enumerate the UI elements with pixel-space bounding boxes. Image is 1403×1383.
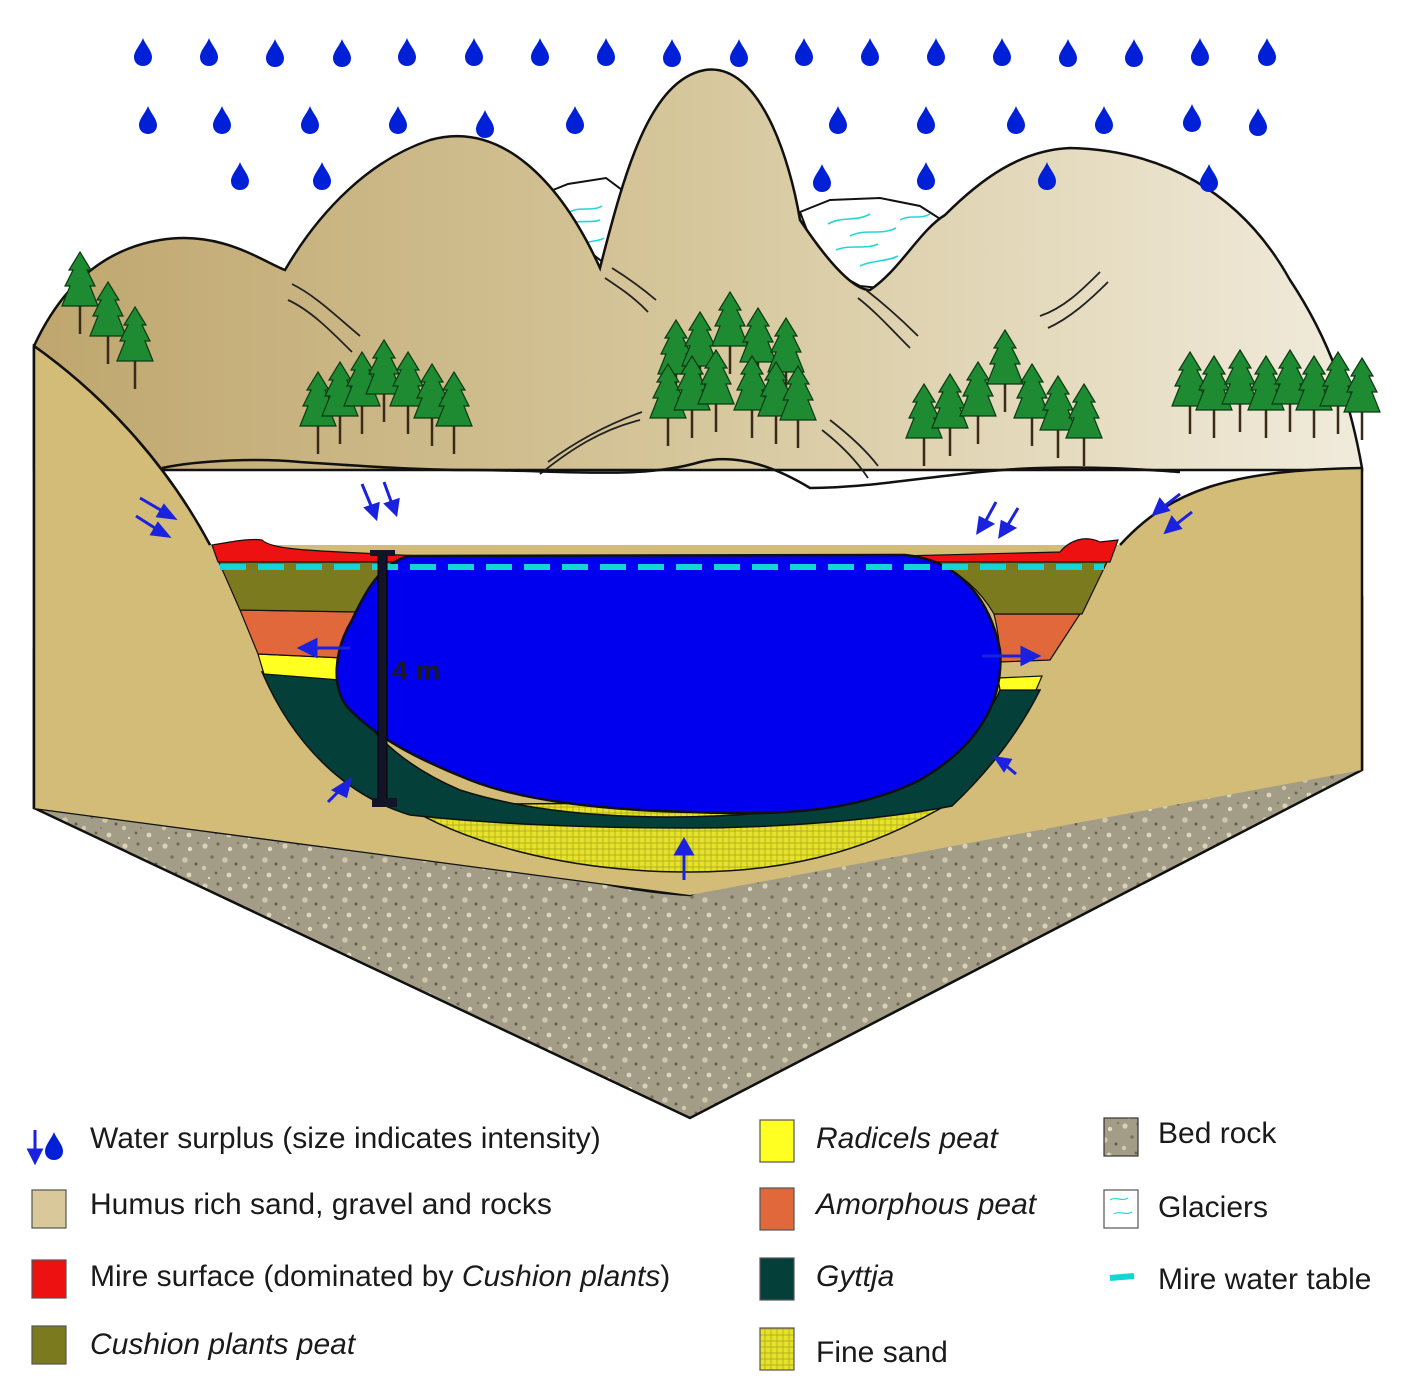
- raindrop-icon: [333, 39, 351, 67]
- raindrop-icon: [301, 106, 319, 134]
- raindrop-icon: [1095, 106, 1113, 134]
- raindrop-icon: [139, 106, 157, 134]
- raindrop-icon: [1007, 106, 1025, 134]
- arrow-icon: [1163, 510, 1193, 535]
- legend-label-water-surplus: Water surplus (size indicates intensity): [90, 1122, 601, 1155]
- legend-item-water-surplus: Water surplus (size indicates intensity): [26, 1122, 601, 1166]
- raindrop-icon: [231, 162, 249, 190]
- raindrop-icon: [465, 38, 483, 66]
- mountain-range: [32, 68, 1364, 479]
- legend-label-humus: Humus rich sand, gravel and rocks: [90, 1188, 552, 1221]
- legend-item-glaciers: Glaciers: [1103, 1189, 1268, 1229]
- legend-item-fine-sand: Fine sand: [759, 1327, 948, 1371]
- swatch-cushion-peat: [31, 1325, 67, 1365]
- raindrop-icon: [917, 106, 935, 134]
- arrow-icon: [673, 836, 695, 880]
- raindrop-icon: [134, 38, 152, 66]
- arrow-icon: [26, 1130, 44, 1166]
- raindrop-icon: [266, 39, 284, 67]
- legend: Water surplus (size indicates intensity)…: [26, 1117, 1371, 1371]
- legend-label-radicels-peat: Radicels peat: [816, 1122, 999, 1155]
- arrow-icon: [998, 507, 1020, 539]
- arrow-icon: [976, 501, 998, 535]
- mire-surface-layer: [211, 538, 421, 563]
- legend-label-bed-rock: Bed rock: [1158, 1117, 1277, 1150]
- arrow-icon: [982, 645, 1042, 667]
- raindrop-icon: [597, 38, 615, 66]
- arrow-icon: [992, 756, 1017, 776]
- raindrop-icon: [1249, 108, 1267, 136]
- depth-bar: [377, 552, 388, 804]
- swatch-mire-surface: [31, 1259, 67, 1299]
- raindrop-icon: [200, 38, 218, 66]
- mire-basin: 4 m: [211, 538, 1119, 873]
- legend-label-fine-sand: Fine sand: [816, 1336, 948, 1369]
- glacier-icon: [1103, 1189, 1139, 1229]
- raindrop-icon: [927, 38, 945, 66]
- raindrop-icon: [531, 38, 549, 66]
- legend-item-amorphous-peat: Amorphous peat: [759, 1187, 1038, 1231]
- arrow-icon: [139, 496, 178, 520]
- raindrop-icon: [213, 106, 231, 134]
- raindrop-icon: [829, 106, 847, 134]
- raindrop-icon: [795, 38, 813, 66]
- raindrop-icon: [917, 162, 935, 190]
- arrow-icon: [326, 776, 353, 804]
- raindrop-icon: [1258, 38, 1276, 66]
- arrow-icon: [1151, 492, 1181, 517]
- raindrop-icon: [398, 38, 416, 66]
- legend-label-mire-surface: Mire surface (dominated by Cushion plant…: [90, 1260, 670, 1293]
- raindrop-icon: [1183, 104, 1201, 132]
- arrow-icon: [296, 637, 350, 659]
- legend-item-humus: Humus rich sand, gravel and rocks: [31, 1188, 552, 1229]
- legend-item-mire-water-table: Mire water table: [1109, 1263, 1371, 1296]
- legend-item-radicels-peat: Radicels peat: [759, 1119, 999, 1163]
- arrow-icon: [382, 481, 400, 518]
- raindrop-icon: [566, 106, 584, 134]
- water-flow-arrows: [135, 481, 1193, 880]
- legend-item-bed-rock: Bed rock: [1103, 1117, 1277, 1157]
- raindrop-icon: [663, 39, 681, 67]
- legend-label-gyttja: Gyttja: [816, 1260, 894, 1293]
- swatch-radicels-peat: [759, 1119, 795, 1163]
- water-table-swatch: [1109, 1273, 1135, 1281]
- raindrop-icon: [861, 38, 879, 66]
- raindrop-icon: [730, 39, 748, 67]
- swatch-gyttja: [759, 1257, 795, 1301]
- legend-item-mire-surface: Mire surface (dominated by Cushion plant…: [31, 1259, 670, 1299]
- arrow-icon: [135, 514, 172, 538]
- swatch-fine-sand: [759, 1327, 795, 1371]
- raindrop-icon: [1200, 164, 1218, 192]
- raindrop-icon: [1125, 39, 1143, 67]
- raindrop-icon: [389, 106, 407, 134]
- legend-item-gyttja: Gyttja: [759, 1257, 894, 1301]
- swatch-amorphous-peat: [759, 1187, 795, 1231]
- raindrop-icon: [313, 162, 331, 190]
- legend-label-mire-water-table: Mire water table: [1158, 1263, 1371, 1296]
- legend-label-cushion-peat: Cushion plants peat: [90, 1328, 357, 1361]
- legend-label-glaciers: Glaciers: [1158, 1191, 1268, 1224]
- arrow-icon: [360, 483, 380, 522]
- raindrop-icon: [1059, 39, 1077, 67]
- legend-label-amorphous-peat: Amorphous peat: [814, 1188, 1038, 1221]
- depth-label: 4 m: [392, 655, 440, 686]
- raindrop-icon: [1191, 38, 1209, 66]
- gyttja-layer: [260, 671, 1042, 829]
- swatch-humus: [31, 1189, 67, 1229]
- legend-item-cushion-peat: Cushion plants peat: [31, 1325, 357, 1365]
- raindrop-icon: [45, 1132, 63, 1160]
- bed-rock-icon: [1103, 1117, 1139, 1157]
- raindrop-icon: [993, 38, 1011, 66]
- raindrop-icon: [813, 164, 831, 192]
- raindrop-icon: [476, 110, 494, 138]
